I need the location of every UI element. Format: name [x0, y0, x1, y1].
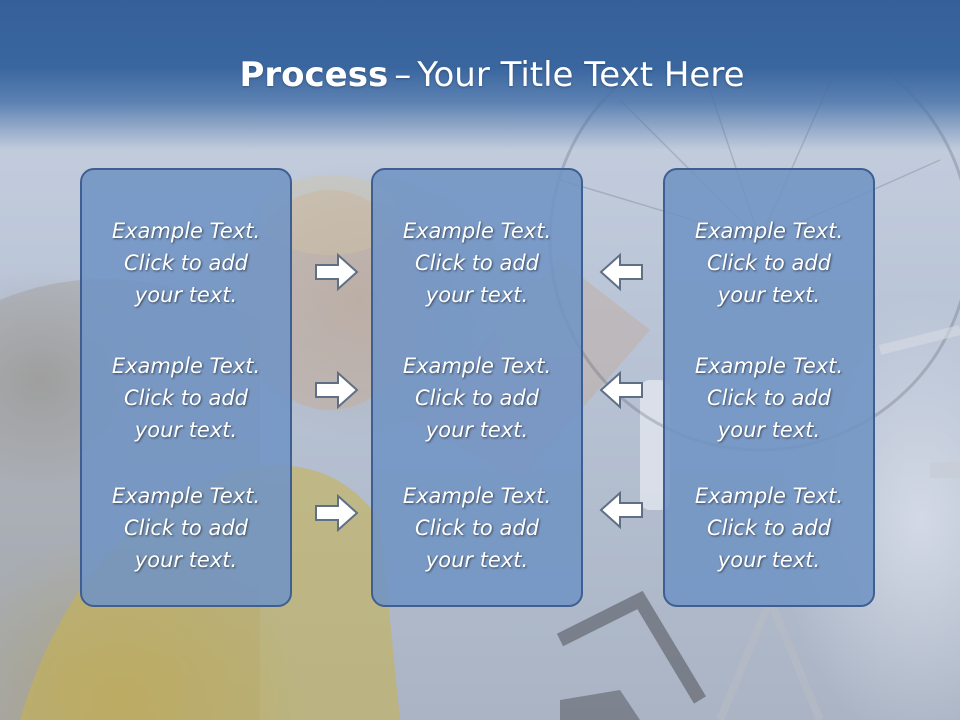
header-band [0, 0, 960, 150]
title-bold-text: Process [239, 55, 389, 95]
arrow-left-icon [599, 490, 643, 530]
process-panel-right[interactable]: Example Text. Click to add your text. Ex… [663, 168, 875, 607]
slide-title[interactable]: Process–Your Title Text Here [0, 52, 960, 98]
process-panel-left[interactable]: Example Text. Click to add your text. Ex… [80, 168, 292, 607]
panel-text-box[interactable]: Example Text. Click to add your text. [402, 219, 552, 307]
title-separator: – [394, 55, 412, 95]
arrow-left-icon [599, 252, 643, 292]
process-panel-middle[interactable]: Example Text. Click to add your text. Ex… [371, 168, 583, 607]
panel-text-box[interactable]: Example Text. Click to add your text. [111, 219, 261, 307]
panel-text-box[interactable]: Example Text. Click to add your text. [694, 354, 844, 442]
panel-text-box[interactable]: Example Text. Click to add your text. [694, 484, 844, 572]
title-text: Your Title Text Here [417, 55, 745, 95]
panel-text-box[interactable]: Example Text. Click to add your text. [111, 484, 261, 572]
panel-text-box[interactable]: Example Text. Click to add your text. [694, 219, 844, 307]
panel-text-box[interactable]: Example Text. Click to add your text. [402, 354, 552, 442]
panel-text-box[interactable]: Example Text. Click to add your text. [402, 484, 552, 572]
arrow-right-icon [315, 493, 359, 533]
arrow-right-icon [315, 252, 359, 292]
arrow-right-icon [315, 370, 359, 410]
arrow-left-icon [599, 370, 643, 410]
panel-text-box[interactable]: Example Text. Click to add your text. [111, 354, 261, 442]
